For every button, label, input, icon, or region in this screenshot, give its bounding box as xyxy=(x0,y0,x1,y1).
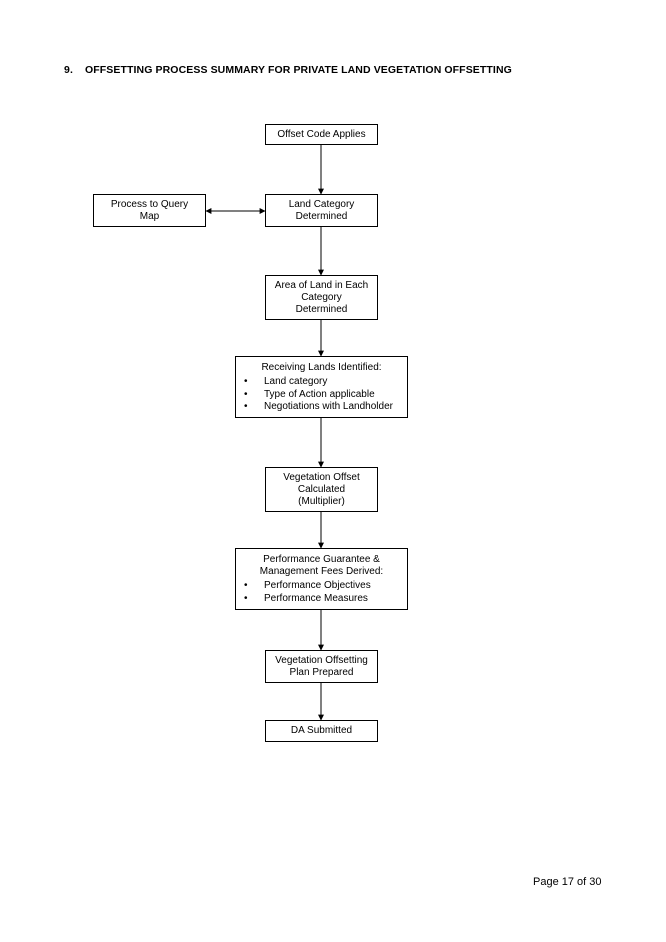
node-text: Determined xyxy=(295,303,348,315)
node-receiving-lands-identified: Receiving Lands Identified: Land categor… xyxy=(235,356,408,418)
node-title: Management Fees Derived: xyxy=(259,566,384,577)
node-process-to-query-map: Process to Query Map xyxy=(93,194,206,227)
bullet-item: Performance Measures xyxy=(236,593,407,606)
node-text: Land Category xyxy=(288,198,355,210)
node-area-of-land-determined: Area of Land in Each Category Determined xyxy=(265,275,378,320)
bullet-list: Land category Type of Action applicable … xyxy=(236,376,407,414)
node-text: Determined xyxy=(295,210,348,222)
node-title: Receiving Lands Identified: xyxy=(261,362,382,373)
bullet-list: Performance Objectives Performance Measu… xyxy=(236,580,407,605)
node-title: Performance Guarantee & xyxy=(263,554,380,565)
node-da-submitted: DA Submitted xyxy=(265,720,378,742)
node-text: DA Submitted xyxy=(290,725,353,736)
section-number: 9. xyxy=(64,64,73,76)
node-offset-code-applies: Offset Code Applies xyxy=(265,124,378,145)
node-text: Vegetation Offsetting xyxy=(275,654,368,666)
node-vegetation-offsetting-plan: Vegetation Offsetting Plan Prepared xyxy=(265,650,378,683)
bullet-item: Performance Objectives xyxy=(236,580,407,593)
bullet-item: Type of Action applicable xyxy=(236,389,407,402)
node-vegetation-offset-calculated: Vegetation Offset Calculated (Multiplier… xyxy=(265,467,378,512)
node-text: Area of Land in Each xyxy=(274,279,369,291)
node-text: Offset Code Applies xyxy=(277,128,366,140)
node-text: (Multiplier) xyxy=(298,495,345,507)
bullet-item: Land category xyxy=(236,376,407,389)
node-text: Process to Query xyxy=(110,198,189,210)
section-heading: 9. OFFSETTING PROCESS SUMMARY FOR PRIVATE… xyxy=(64,64,512,76)
bullet-item: Negotiations with Landholder xyxy=(236,401,407,414)
section-title: OFFSETTING PROCESS SUMMARY FOR PRIVATE L… xyxy=(85,64,512,76)
node-text: Plan Prepared xyxy=(289,666,354,678)
node-land-category-determined: Land Category Determined xyxy=(265,194,378,227)
node-text: Category xyxy=(301,291,342,303)
node-performance-guarantee: Performance Guarantee & Management Fees … xyxy=(235,548,408,610)
node-text: Map xyxy=(139,210,160,222)
node-text: Vegetation Offset xyxy=(283,471,360,483)
node-text: Calculated xyxy=(297,483,346,495)
page-number: Page 17 of 30 xyxy=(533,876,602,888)
